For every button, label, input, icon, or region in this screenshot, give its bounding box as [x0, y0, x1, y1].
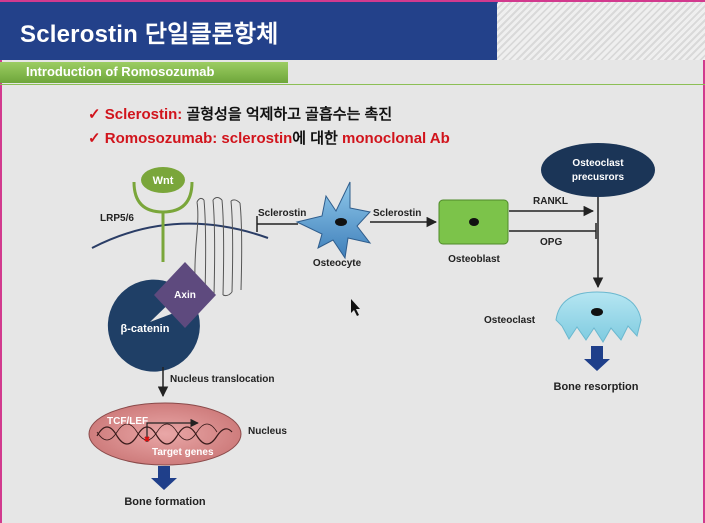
bullet-item-sclerostin: ✓ Sclerostin: 골형성을 억제하고 골흡수는 촉진 [88, 103, 450, 127]
osteoclast-cell [555, 291, 642, 343]
slide-border-right [703, 0, 705, 523]
opg-label: OPG [540, 237, 562, 248]
title-band-edge [470, 2, 498, 60]
bullet-description: 에 대한 [292, 130, 343, 147]
osteoclast-label: Osteoclast [484, 315, 536, 326]
osteoclast-precursor-cell [541, 143, 655, 197]
sclerostin-label-1: Sclerostin [258, 208, 306, 219]
osteoblast-label: Osteoblast [448, 254, 500, 265]
osteoblast-nucleus [469, 218, 479, 226]
wnt-ligand [141, 167, 185, 193]
dna-strand [96, 426, 233, 445]
wnt-label: Wnt [153, 175, 174, 187]
mouse-cursor-icon [351, 299, 360, 316]
bullet-description: 골형성을 억제하고 골흡수는 촉진 [182, 106, 393, 123]
slide-border-left [0, 0, 2, 523]
bone-formation-arrow [151, 466, 177, 490]
translocation-label: Nucleus translocation [170, 374, 274, 385]
check-icon: ✓ [88, 130, 101, 147]
transcription-start-marker [144, 436, 150, 442]
title-decoration [470, 2, 705, 60]
slide-title: Sclerostin 단일클론항체 [20, 21, 279, 48]
target-genes-label: Target genes [152, 447, 214, 458]
osteocyte-cell [295, 181, 372, 260]
bullet-item-romosozumab: ✓ Romosozumab: sclerostin에 대한 monoclonal… [88, 127, 450, 151]
bullet-term: Romosozumab: sclerostin [104, 130, 293, 147]
bullet-list: ✓ Sclerostin: 골형성을 억제하고 골흡수는 촉진 ✓ Romoso… [88, 103, 450, 151]
bone-formation-label: Bone formation [124, 496, 206, 508]
subtitle-band [0, 62, 288, 83]
bone-resorption-label: Bone resorption [554, 381, 639, 393]
tcf-lef-label: TCF/LEF [107, 416, 148, 427]
osteoclast-nucleus [591, 308, 603, 316]
nucleus [88, 402, 242, 466]
axin-diamond [154, 262, 216, 328]
nucleus-label: Nucleus [248, 426, 287, 437]
lrp-label: LRP5/6 [100, 213, 134, 224]
bullet-term-2: monoclonal Ab [342, 130, 450, 147]
check-icon: ✓ [88, 106, 101, 123]
title-band [0, 2, 497, 60]
bullet-term: Sclerostin: [104, 106, 183, 123]
rankl-label: RANKL [533, 196, 568, 207]
slide-subtitle: Introduction of Romosozumab [26, 64, 215, 79]
osteocyte-nucleus [335, 218, 347, 226]
transcription-arrow [146, 418, 199, 442]
dna-strand-2 [96, 423, 218, 441]
beta-catenin-label: β-catenin [121, 323, 170, 335]
cell-membrane [91, 222, 269, 249]
beta-catenin-shape [107, 279, 200, 372]
subtitle-divider [0, 84, 705, 85]
precursor-label-1: Osteoclast [572, 158, 624, 169]
axin-label: Axin [174, 290, 196, 301]
sclerostin-label-2: Sclerostin [373, 208, 421, 219]
slide-border-top [0, 0, 705, 2]
precursor-label-2: precusrors [572, 172, 625, 183]
osteocyte-label: Osteocyte [313, 258, 362, 269]
bone-resorption-arrow [584, 346, 610, 371]
